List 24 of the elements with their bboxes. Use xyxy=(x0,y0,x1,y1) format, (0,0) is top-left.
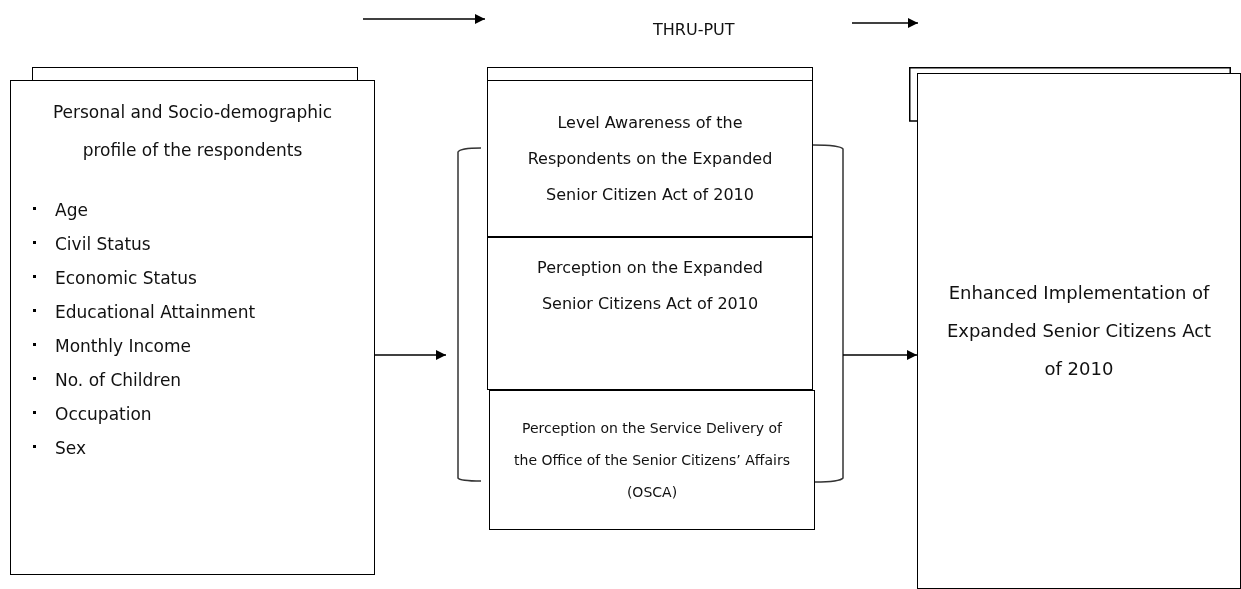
list-item: Civil Status xyxy=(33,227,374,261)
list-item: Monthly Income xyxy=(33,329,374,363)
stage-label: THRU-PUT xyxy=(653,20,735,39)
tab-outline xyxy=(32,67,358,81)
tab-outline xyxy=(487,67,813,81)
box-text: Level Awareness of the Respondents on the Expanded Senior Citizen Act of 2010 xyxy=(526,111,774,206)
arrow xyxy=(842,350,918,360)
input-box xyxy=(10,80,375,575)
list-item: No. of Children xyxy=(33,363,374,397)
box-text: Perception on the Expanded Senior Citizens Act of 2010 xyxy=(536,257,764,315)
process-box xyxy=(489,390,815,530)
box-text: Enhanced Implementation of Expanded Senior Citizens Act of 2010 xyxy=(945,281,1213,381)
process-box xyxy=(487,237,813,390)
list-item: Sex xyxy=(33,431,374,465)
box-heading: Personal and Socio-demographic profile of the respondents xyxy=(51,101,334,162)
list-item: Age xyxy=(33,193,374,227)
process-box xyxy=(487,80,813,237)
arrow xyxy=(374,350,447,360)
list-item: Educational Attainment xyxy=(33,295,374,329)
tab-outline xyxy=(909,67,1231,121)
output-box xyxy=(917,73,1241,589)
box-text: Perception on the Service Delivery of the Office of the Senior Citizens’ Affairs (OSCA) xyxy=(513,419,791,502)
list-item: Economic Status xyxy=(33,261,374,295)
list-item: Occupation xyxy=(33,397,374,431)
